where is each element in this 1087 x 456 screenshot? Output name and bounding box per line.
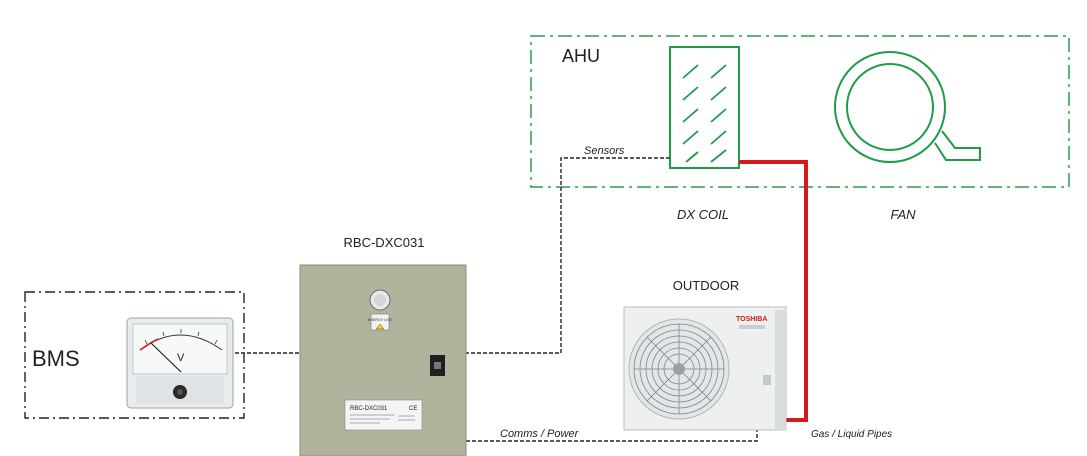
- bms-label: BMS: [32, 346, 80, 371]
- controller-plate-text: RBC-DXC031: [350, 406, 388, 412]
- bms-boundary: [24, 291, 245, 419]
- outdoor-brand: TOSHIBA: [736, 316, 767, 323]
- controller-label: RBC-DXC031: [344, 235, 425, 250]
- controller-ce-mark: CE: [409, 406, 417, 412]
- dx-coil-label: DX COIL: [677, 207, 729, 222]
- fan-label: FAN: [890, 207, 916, 222]
- gas-liquid-pipes-label: Gas / Liquid Pipes: [811, 429, 892, 440]
- dx-coil-icon: [669, 46, 740, 169]
- voltmeter-icon: V: [126, 317, 234, 409]
- sensors-label: Sensors: [584, 145, 625, 157]
- sensors-cable: [466, 157, 670, 354]
- outdoor-unit-icon: TOSHIBA: [623, 306, 787, 431]
- comms-power-label: Comms / Power: [500, 428, 580, 440]
- gas-liquid-pipe: [739, 160, 808, 422]
- ahu-label: AHU: [562, 46, 600, 66]
- controller-warning-text: ENERGY LIVE: [368, 318, 393, 322]
- control-panel-icon: ENERGY LIVE RBC-DXC031 CE: [299, 264, 467, 456]
- comms-power-cable: [466, 428, 758, 442]
- outdoor-label: OUTDOOR: [673, 278, 739, 293]
- meter-unit: V: [177, 352, 185, 364]
- ahu-boundary: [530, 35, 1070, 188]
- fan-icon: [834, 51, 981, 163]
